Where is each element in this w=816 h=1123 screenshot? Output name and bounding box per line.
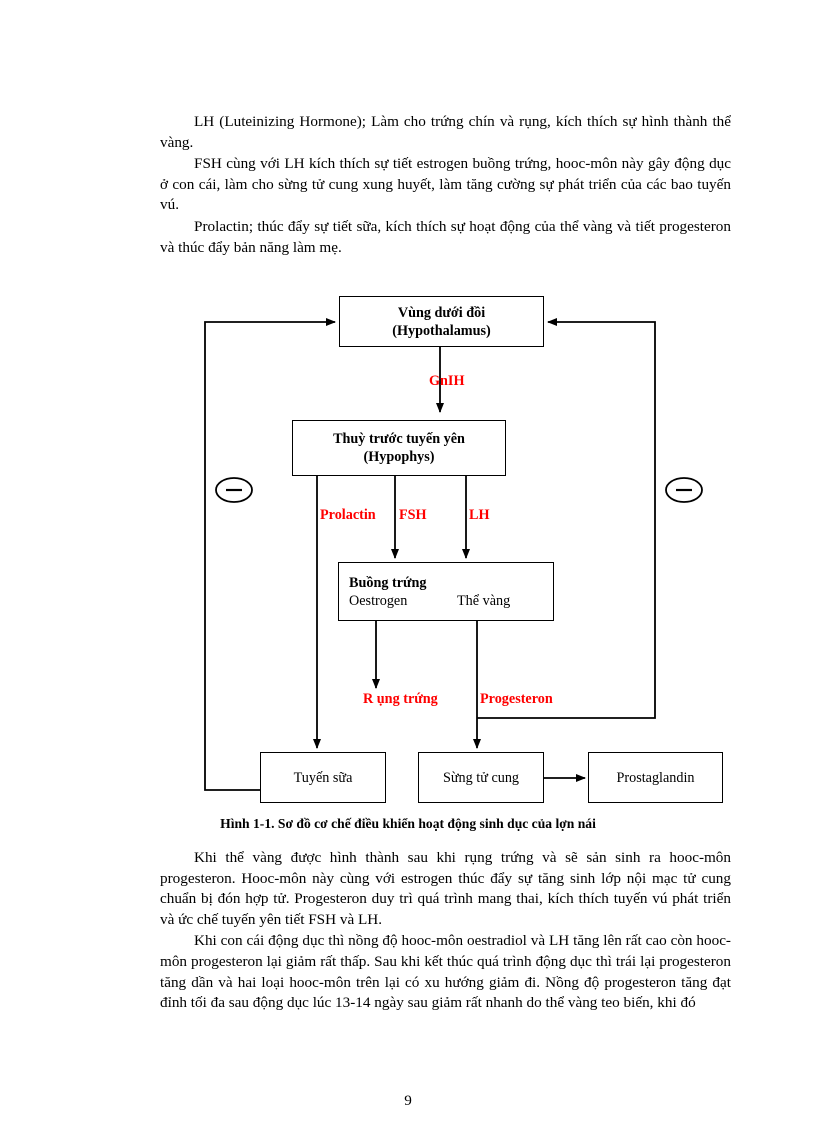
box-ovary: Buồng trứng Oestrogen Thể vàng bbox=[338, 562, 554, 621]
box-uterine-horn-label: Sừng tử cung bbox=[442, 769, 520, 786]
figure-caption: Hình 1-1. Sơ đồ cơ chế điều khiển hoạt đ… bbox=[220, 816, 596, 831]
paragraph-lh: LH (Luteinizing Hormone); Làm cho trứng … bbox=[160, 113, 731, 151]
box-ovary-title: Buồng trứng bbox=[349, 574, 427, 591]
label-lh: LH bbox=[469, 507, 490, 523]
box-prostaglandin-label: Prostaglandin bbox=[616, 769, 695, 786]
box-hypophys-line1: Thuỳ trước tuyến yên bbox=[333, 431, 465, 447]
upper-text-block: LH (Luteinizing Hormone); Làm cho trứng … bbox=[160, 112, 731, 258]
box-hypothalamus-line2: (Hypothalamus) bbox=[392, 322, 491, 339]
label-prolactin: Prolactin bbox=[320, 507, 376, 523]
label-progesteron: Progesteron bbox=[480, 691, 553, 707]
label-fsh: FSH bbox=[399, 507, 427, 523]
paragraph-corpus-luteum: Khi thể vàng được hình thành sau khi rụn… bbox=[160, 849, 731, 928]
label-gnih: GnIH bbox=[429, 373, 465, 389]
box-ovary-oestrogen: Oestrogen bbox=[349, 592, 408, 609]
lower-text-block: Khi thể vàng được hình thành sau khi rụn… bbox=[160, 848, 731, 1014]
box-hypothalamus: Vùng dưới đồi (Hypothalamus) bbox=[339, 296, 544, 347]
box-mammary-gland-label: Tuyến sữa bbox=[293, 769, 353, 786]
box-uterine-horn: Sừng tử cung bbox=[418, 752, 544, 803]
page-number: 9 bbox=[404, 1092, 412, 1109]
box-ovary-corpus-luteum: Thể vàng bbox=[457, 592, 511, 609]
paragraph-fsh: FSH cùng với LH kích thích sự tiết estro… bbox=[160, 155, 731, 214]
left-negative-feedback-icon bbox=[215, 477, 253, 503]
paragraph-estrus: Khi con cái động dục thì nồng độ hooc-mô… bbox=[160, 932, 731, 1012]
box-mammary-gland: Tuyến sữa bbox=[260, 752, 386, 803]
box-hypothalamus-line1: Vùng dưới đồi bbox=[397, 304, 486, 321]
label-ovulation: R ụng trứng bbox=[363, 691, 438, 707]
paragraph-prolactin: Prolactin; thúc đẩy sự tiết sữa, kích th… bbox=[160, 217, 731, 256]
box-hypophys-line2: (Hypophys) bbox=[363, 449, 435, 465]
box-prostaglandin: Prostaglandin bbox=[588, 752, 723, 803]
right-negative-feedback-icon bbox=[665, 477, 703, 503]
box-hypophys: Thuỳ trước tuyến yên (Hypophys) bbox=[292, 420, 506, 476]
